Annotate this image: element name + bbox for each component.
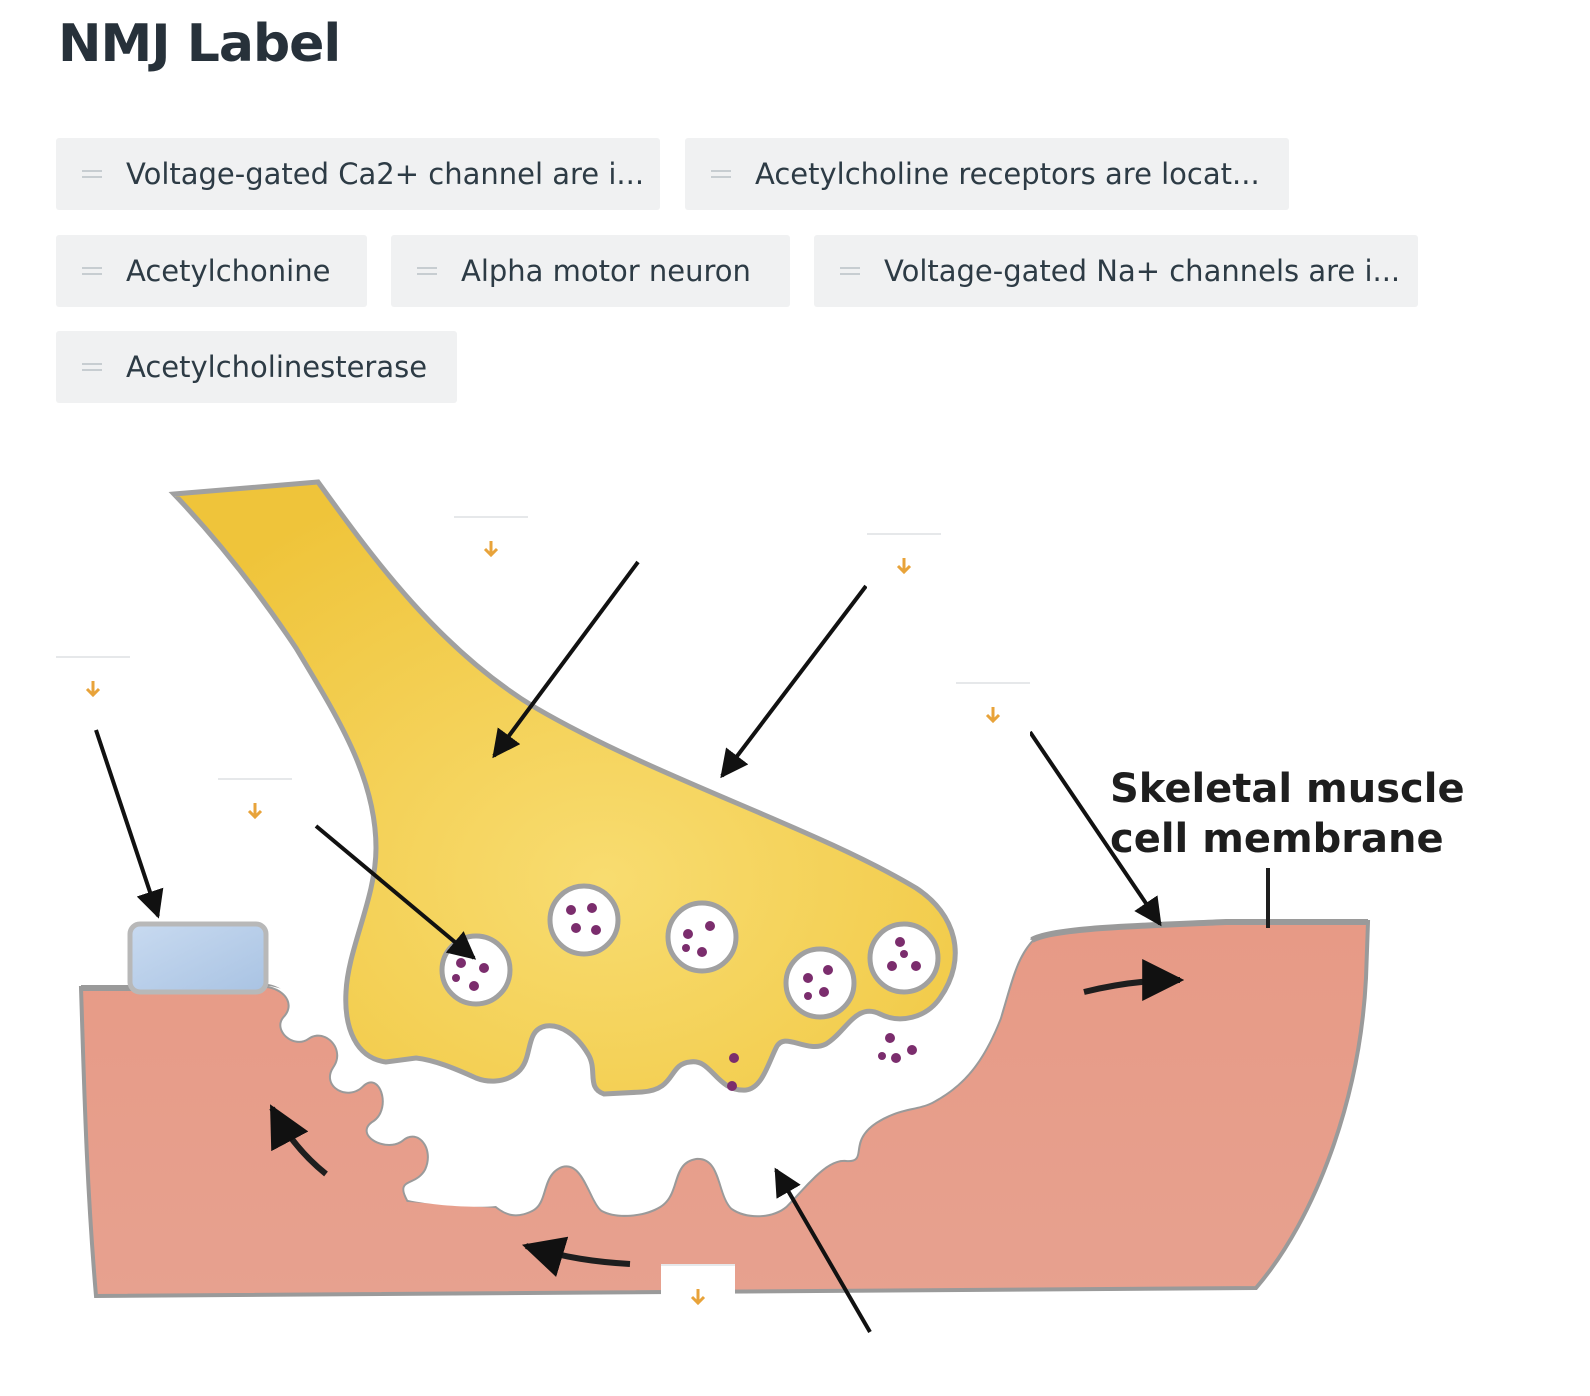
drop-zone-4[interactable] [867, 533, 941, 595]
arrow-down-icon [690, 1289, 706, 1306]
answer-chip-acetylchonine[interactable]: Acetylchonine [56, 235, 367, 307]
answer-chip-label: Acetylcholinesterase [126, 350, 428, 384]
answer-chip-label: Voltage-gated Ca2+ channel are i... [126, 157, 645, 191]
membrane-channel-box [127, 921, 269, 995]
answer-chip-acetylcholinesterase[interactable]: Acetylcholinesterase [56, 331, 457, 403]
answer-chip-label: Alpha motor neuron [461, 254, 751, 288]
answer-chip-label: Voltage-gated Na+ channels are i... [884, 254, 1401, 288]
answer-chip-label: Acetylchonine [126, 254, 331, 288]
nmj-illustration: Skeletal muscle cell membrane [78, 479, 1465, 1334]
page-title: NMJ Label [58, 14, 341, 74]
arrow-down-icon [483, 541, 499, 558]
nmj-diagram: Skeletal muscle cell membrane [56, 458, 1466, 1392]
drag-handle-icon[interactable] [840, 267, 860, 275]
drop-zone-6[interactable] [661, 1264, 735, 1326]
drag-handle-icon[interactable] [82, 363, 102, 371]
arrow-down-icon [247, 803, 263, 820]
answer-chip-ca-channel[interactable]: Voltage-gated Ca2+ channel are i... [56, 138, 660, 210]
arrow-down-icon [896, 558, 912, 575]
image-label-line1: Skeletal muscle [1110, 766, 1465, 812]
arrow-down-icon [85, 681, 101, 698]
drag-handle-icon[interactable] [711, 170, 731, 178]
synaptic-vesicles [439, 883, 941, 1091]
drop-zone-2[interactable] [218, 778, 292, 840]
answer-chip-ach-receptors[interactable]: Acetylcholine receptors are locat... [685, 138, 1289, 210]
drop-zone-5[interactable] [956, 682, 1030, 744]
answer-chip-na-channels[interactable]: Voltage-gated Na+ channels are i... [814, 235, 1418, 307]
answer-chip-label: Acetylcholine receptors are locat... [755, 157, 1260, 191]
image-label-line2: cell membrane [1110, 816, 1444, 862]
drop-zone-1[interactable] [56, 656, 130, 718]
drop-zone-3[interactable] [454, 516, 528, 578]
drag-handle-icon[interactable] [82, 170, 102, 178]
answer-chip-alpha-motor-neuron[interactable]: Alpha motor neuron [391, 235, 790, 307]
drag-handle-icon[interactable] [417, 267, 437, 275]
axon-terminal [168, 479, 958, 1097]
arrow-down-icon [985, 707, 1001, 724]
drag-handle-icon[interactable] [82, 267, 102, 275]
